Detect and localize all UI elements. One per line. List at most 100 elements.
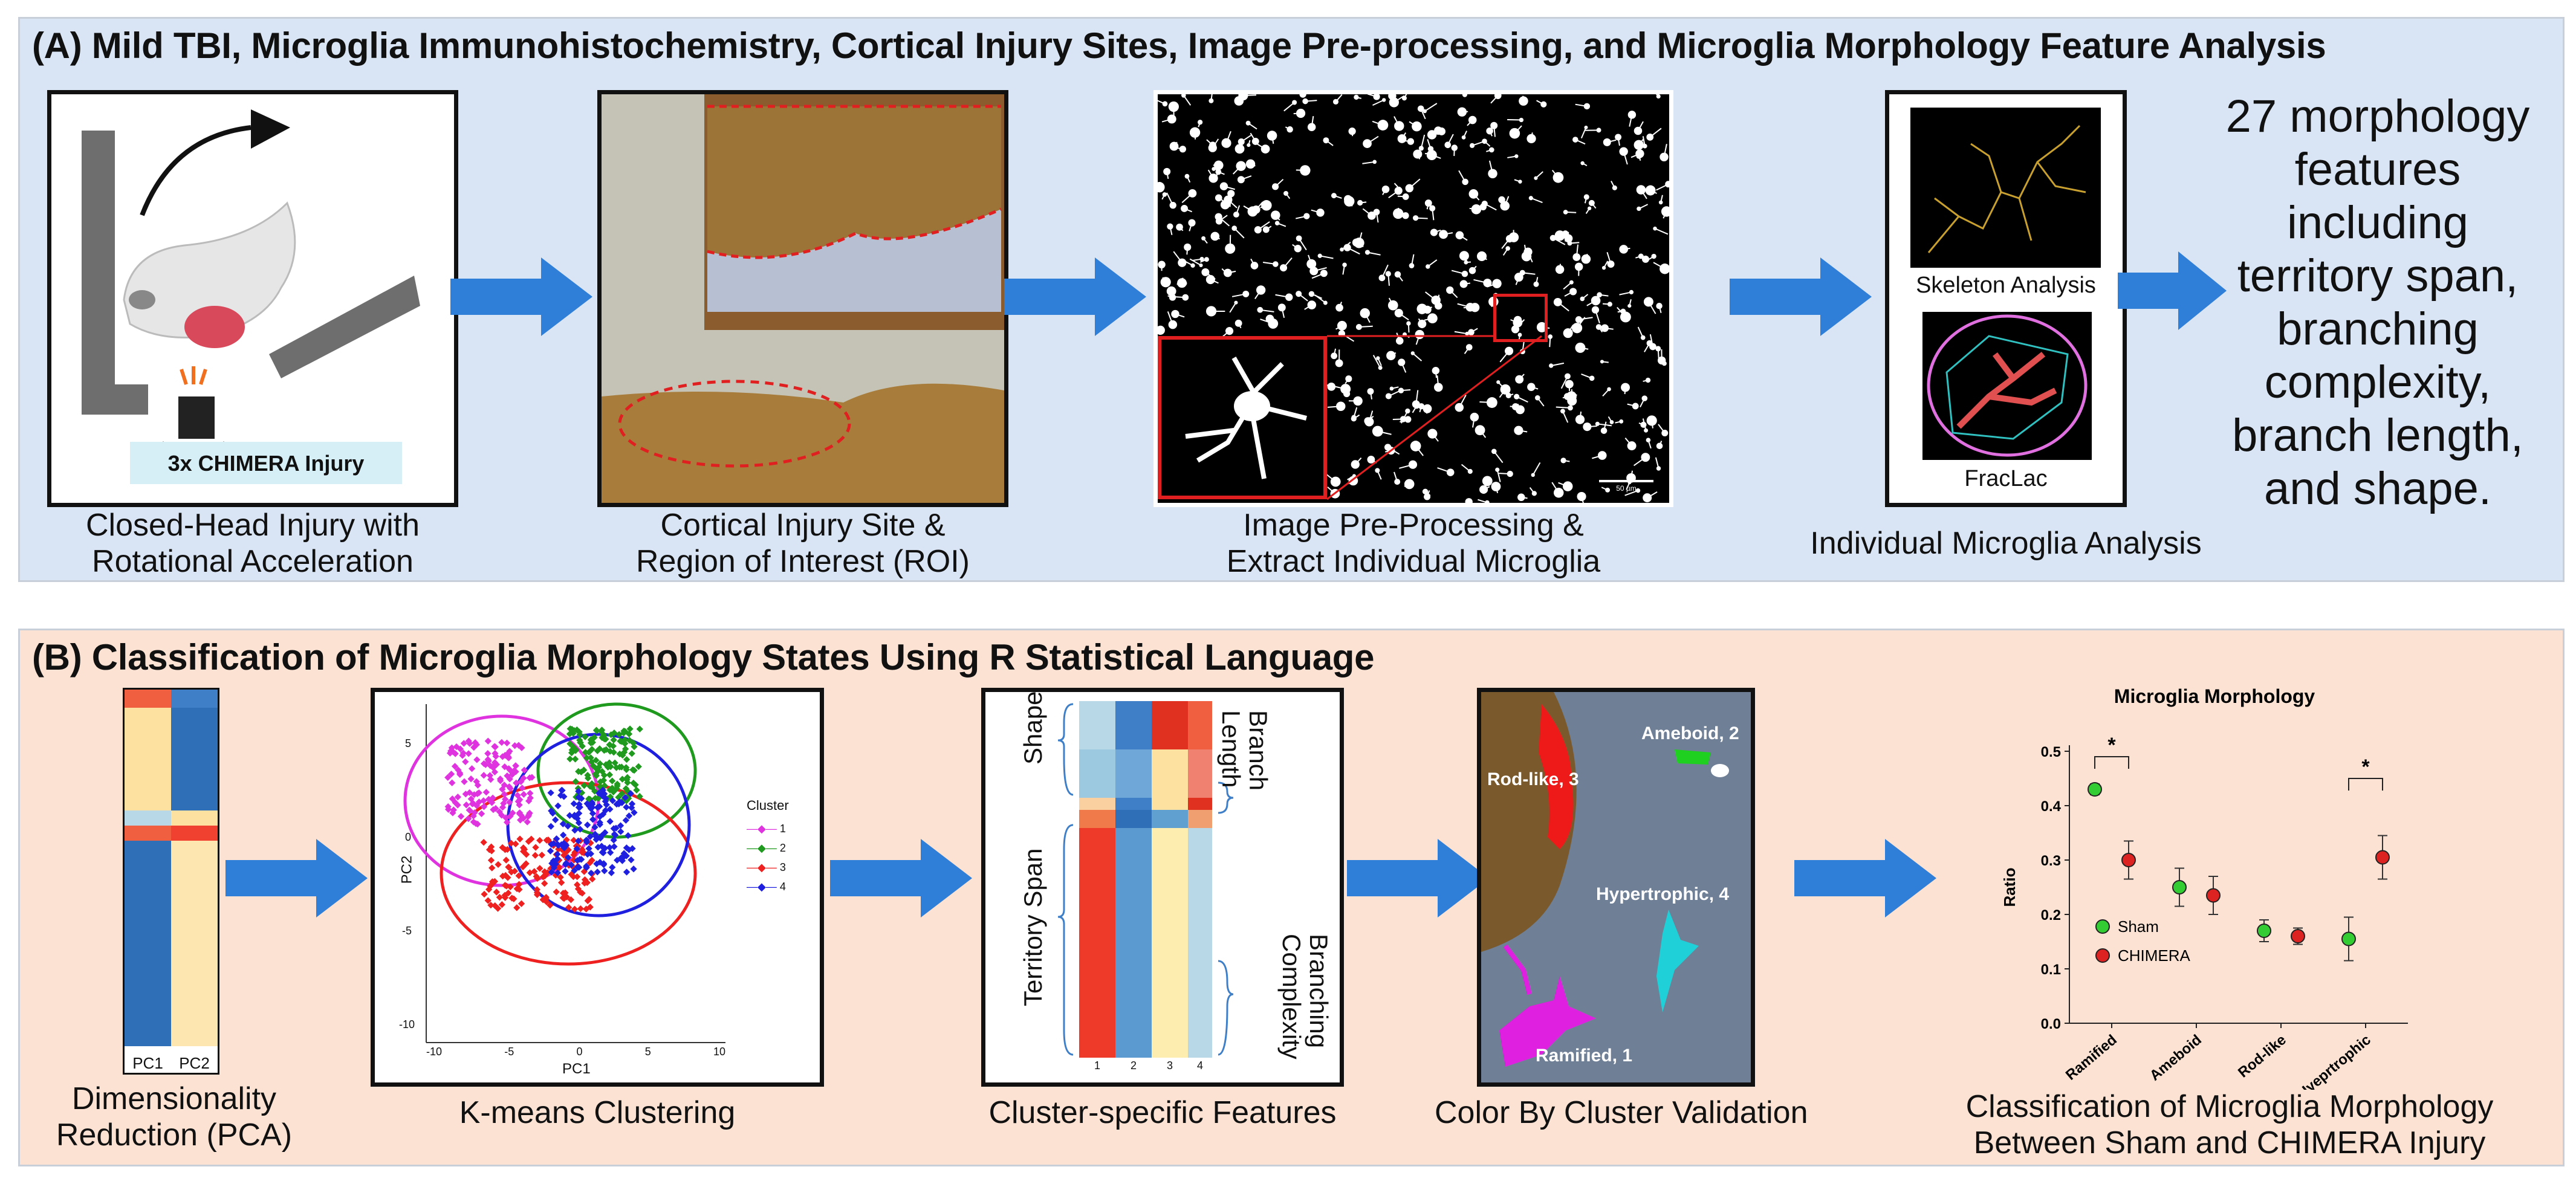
cell-texture	[1656, 442, 1663, 450]
cell-texture	[1236, 144, 1241, 149]
cluster-point	[547, 847, 554, 855]
cell-texture	[1401, 362, 1407, 373]
heat-label-branching: Branching	[1305, 934, 1333, 1049]
cell-texture	[1587, 425, 1597, 428]
cell-texture	[1373, 94, 1380, 100]
cell-texture	[1393, 471, 1398, 482]
cluster-point	[592, 772, 600, 780]
cell-texture	[1285, 126, 1291, 131]
ytick: -5	[402, 925, 412, 937]
cell-texture	[1461, 464, 1471, 472]
cell-texture	[1632, 403, 1639, 410]
cell-texture	[1612, 185, 1617, 190]
cell-texture	[1412, 215, 1419, 221]
cell-texture	[1470, 412, 1479, 422]
cluster-point	[583, 754, 591, 762]
cluster-point	[449, 809, 456, 817]
cell-texture	[1346, 387, 1349, 394]
cell-texture	[1409, 121, 1417, 127]
cell-texture	[1533, 281, 1539, 287]
cell-texture	[1265, 225, 1272, 230]
cell-texture	[1607, 139, 1617, 143]
cluster-point	[548, 841, 555, 848]
cell-texture	[1311, 273, 1325, 279]
cell-texture	[1558, 482, 1568, 487]
cell-texture	[1623, 151, 1628, 165]
cell-texture	[1296, 215, 1307, 219]
cell-texture	[1161, 194, 1166, 200]
cluster-point	[515, 872, 522, 879]
cell-texture	[1281, 307, 1285, 319]
cell-texture	[1348, 201, 1353, 207]
cluster-point	[553, 835, 560, 843]
cluster-point	[577, 856, 585, 863]
cluster-point	[547, 823, 554, 830]
cell-texture	[1422, 306, 1433, 310]
pca-col-pc1: PC1	[132, 1054, 163, 1072]
cell-texture	[1492, 279, 1502, 288]
cluster-point	[485, 846, 493, 853]
cluster-point	[609, 864, 616, 871]
cluster-point	[628, 750, 635, 757]
cell-texture	[1461, 270, 1468, 277]
cell-texture	[1604, 327, 1614, 330]
cluster-point	[487, 856, 495, 864]
cluster-point	[571, 755, 579, 763]
cell-texture	[1372, 99, 1384, 106]
x-tick-label: Ramified	[2063, 1032, 2120, 1084]
cell-texture	[1467, 119, 1473, 126]
cell-texture	[1394, 308, 1403, 318]
cell-texture	[1582, 163, 1588, 166]
cell-texture	[1197, 120, 1203, 125]
cell-texture	[1262, 261, 1276, 265]
cell-texture	[1514, 425, 1523, 435]
cell-texture	[1335, 359, 1343, 367]
cell-texture	[1224, 186, 1235, 190]
cell-texture	[1560, 376, 1568, 389]
cluster-point	[516, 835, 524, 843]
cell-texture	[1247, 143, 1251, 147]
cell-texture	[1519, 96, 1528, 106]
cell-texture	[1207, 169, 1214, 179]
cell-texture	[1499, 389, 1506, 398]
cell-texture	[1424, 103, 1438, 112]
cell-texture	[1551, 169, 1559, 178]
cluster-point	[600, 777, 608, 784]
cell-texture	[1585, 208, 1590, 214]
cluster-point	[589, 816, 597, 823]
cell-texture	[1384, 444, 1392, 451]
cell-texture	[1499, 351, 1510, 363]
cluster-point	[547, 789, 554, 797]
cell-texture	[1429, 205, 1436, 212]
cell-texture	[1369, 391, 1373, 400]
cell-texture	[1413, 149, 1423, 159]
ytick: -10	[399, 1018, 415, 1030]
cluster-point	[588, 869, 595, 877]
cell-texture	[1484, 203, 1497, 211]
caption-roi: Cortical Injury Site &Region of Interest…	[636, 508, 970, 579]
cell-texture	[1584, 196, 1588, 204]
xtick: -5	[504, 1046, 514, 1058]
cell-texture	[1427, 130, 1437, 140]
cluster-point	[503, 739, 511, 746]
cell-texture	[1250, 258, 1255, 266]
cell-texture	[1170, 291, 1174, 297]
cell-texture	[1599, 294, 1609, 297]
cluster-point	[499, 844, 506, 851]
cell-texture	[1514, 319, 1519, 325]
cell-texture	[1471, 204, 1482, 215]
cluster-point	[554, 869, 562, 876]
microglia-inset	[1158, 336, 1327, 499]
fraclac-image	[1922, 312, 2092, 460]
cell-texture	[1489, 131, 1493, 137]
cell-texture	[1528, 196, 1533, 201]
cluster-point	[504, 754, 511, 761]
cell-texture	[1254, 290, 1262, 299]
significance-bracket	[2348, 778, 2383, 791]
cell-texture	[1530, 197, 1543, 203]
cluster-point	[538, 852, 545, 859]
cell-texture	[1372, 355, 1381, 368]
cell-texture	[1409, 178, 1421, 189]
cell-texture	[1388, 190, 1399, 199]
cell-texture	[1311, 115, 1314, 128]
